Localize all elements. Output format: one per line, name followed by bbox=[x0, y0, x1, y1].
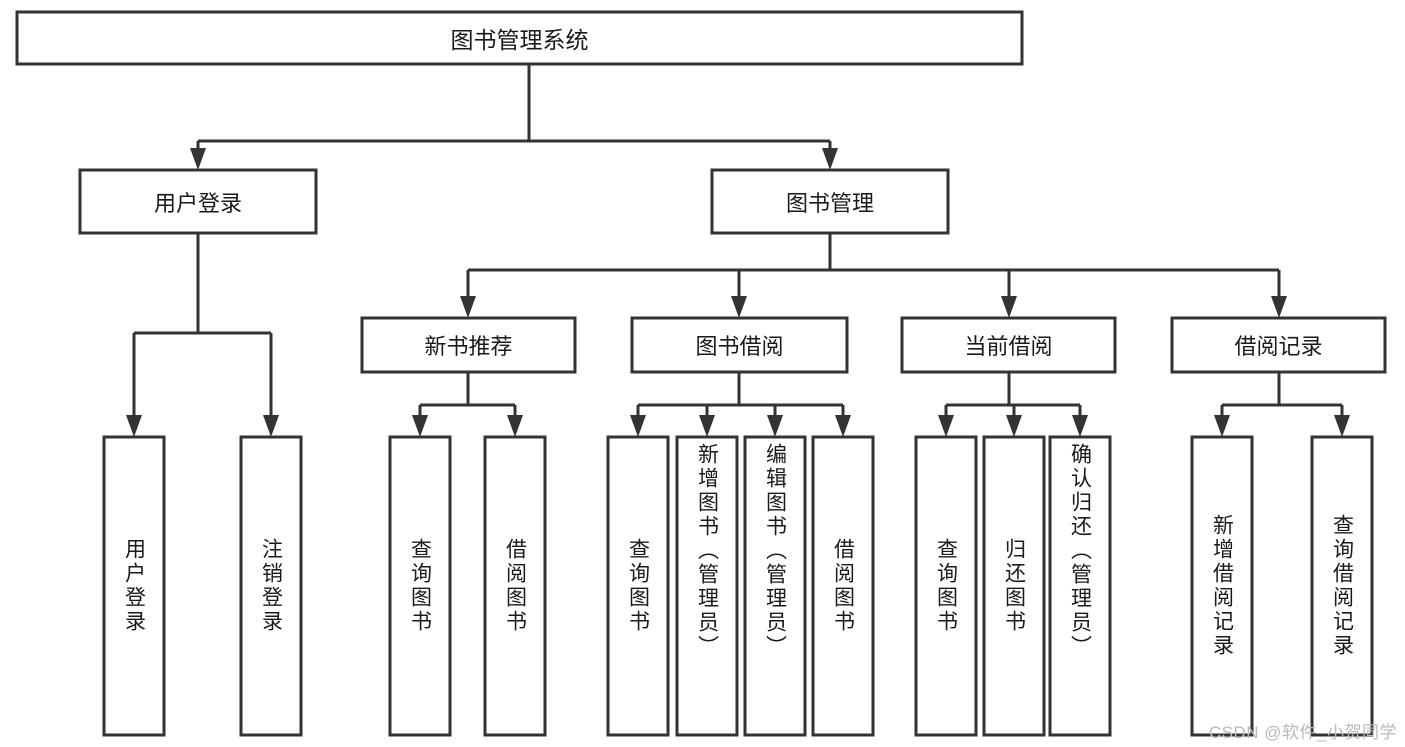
arrow-user-login bbox=[190, 148, 206, 170]
node-new-book-recommend[interactable] bbox=[360, 316, 577, 374]
arrow-borrow-record bbox=[1271, 296, 1287, 318]
node-book-borrow[interactable] bbox=[630, 316, 849, 374]
arrow-leaf-new-book-0 bbox=[412, 415, 428, 437]
node-root[interactable] bbox=[15, 10, 1024, 66]
leaf-borrow-book-0[interactable] bbox=[606, 435, 670, 737]
leaf-borrow-book-3[interactable] bbox=[811, 435, 875, 737]
arrow-leaf-current-borrow-0 bbox=[938, 415, 954, 437]
arrow-leaf-borrow-book-2 bbox=[767, 415, 783, 437]
arrow-leaf-current-borrow-1 bbox=[1006, 415, 1022, 437]
leaf-borrow-book-1[interactable] bbox=[675, 435, 739, 737]
leaf-user-login-1[interactable] bbox=[239, 435, 303, 737]
leaf-new-book-1[interactable] bbox=[483, 435, 547, 737]
arrow-current-borrow bbox=[1001, 296, 1017, 318]
edge-bookborrow-to-leaves bbox=[636, 372, 845, 425]
leaf-new-book-0[interactable] bbox=[388, 435, 452, 737]
arrow-leaf-user-login-0 bbox=[126, 415, 142, 437]
leaf-borrow-record-1[interactable] bbox=[1310, 435, 1374, 737]
node-borrow-record[interactable] bbox=[1170, 316, 1387, 374]
arrow-leaf-current-borrow-2 bbox=[1072, 415, 1088, 437]
watermark: CSDN @软件_小贺同学 bbox=[1208, 723, 1397, 742]
leaf-current-borrow-0[interactable] bbox=[914, 435, 978, 737]
arrow-leaf-new-book-1 bbox=[507, 415, 523, 437]
edge-bookmgmt-to-level3 bbox=[466, 233, 1281, 306]
arrow-book-borrow bbox=[731, 296, 747, 318]
leaf-current-borrow-1[interactable] bbox=[982, 435, 1046, 737]
node-current-borrow[interactable] bbox=[900, 316, 1117, 374]
leaf-user-login-0[interactable] bbox=[102, 435, 166, 737]
node-book-management[interactable] bbox=[710, 168, 950, 235]
leaf-current-borrow-2[interactable] bbox=[1048, 435, 1112, 737]
node-user-login[interactable] bbox=[78, 168, 318, 235]
edge-userlogin-to-leaves bbox=[132, 233, 273, 425]
leaf-borrow-record-0[interactable] bbox=[1190, 435, 1254, 737]
arrow-book-management bbox=[822, 148, 838, 170]
arrow-leaf-borrow-book-1 bbox=[699, 415, 715, 437]
edge-root-to-level2 bbox=[196, 64, 832, 158]
edge-borrowrecord-to-leaves bbox=[1220, 372, 1344, 425]
edge-newbook-to-leaves bbox=[418, 372, 517, 425]
arrow-leaf-user-login-1 bbox=[263, 415, 279, 437]
arrow-leaf-borrow-book-0 bbox=[630, 415, 646, 437]
arrow-leaf-borrow-book-3 bbox=[835, 415, 851, 437]
arrow-leaf-borrow-record-0 bbox=[1214, 415, 1230, 437]
arrow-new-book-recommend bbox=[460, 296, 476, 318]
arrow-leaf-borrow-record-1 bbox=[1334, 415, 1350, 437]
leaf-borrow-book-2[interactable] bbox=[743, 435, 807, 737]
